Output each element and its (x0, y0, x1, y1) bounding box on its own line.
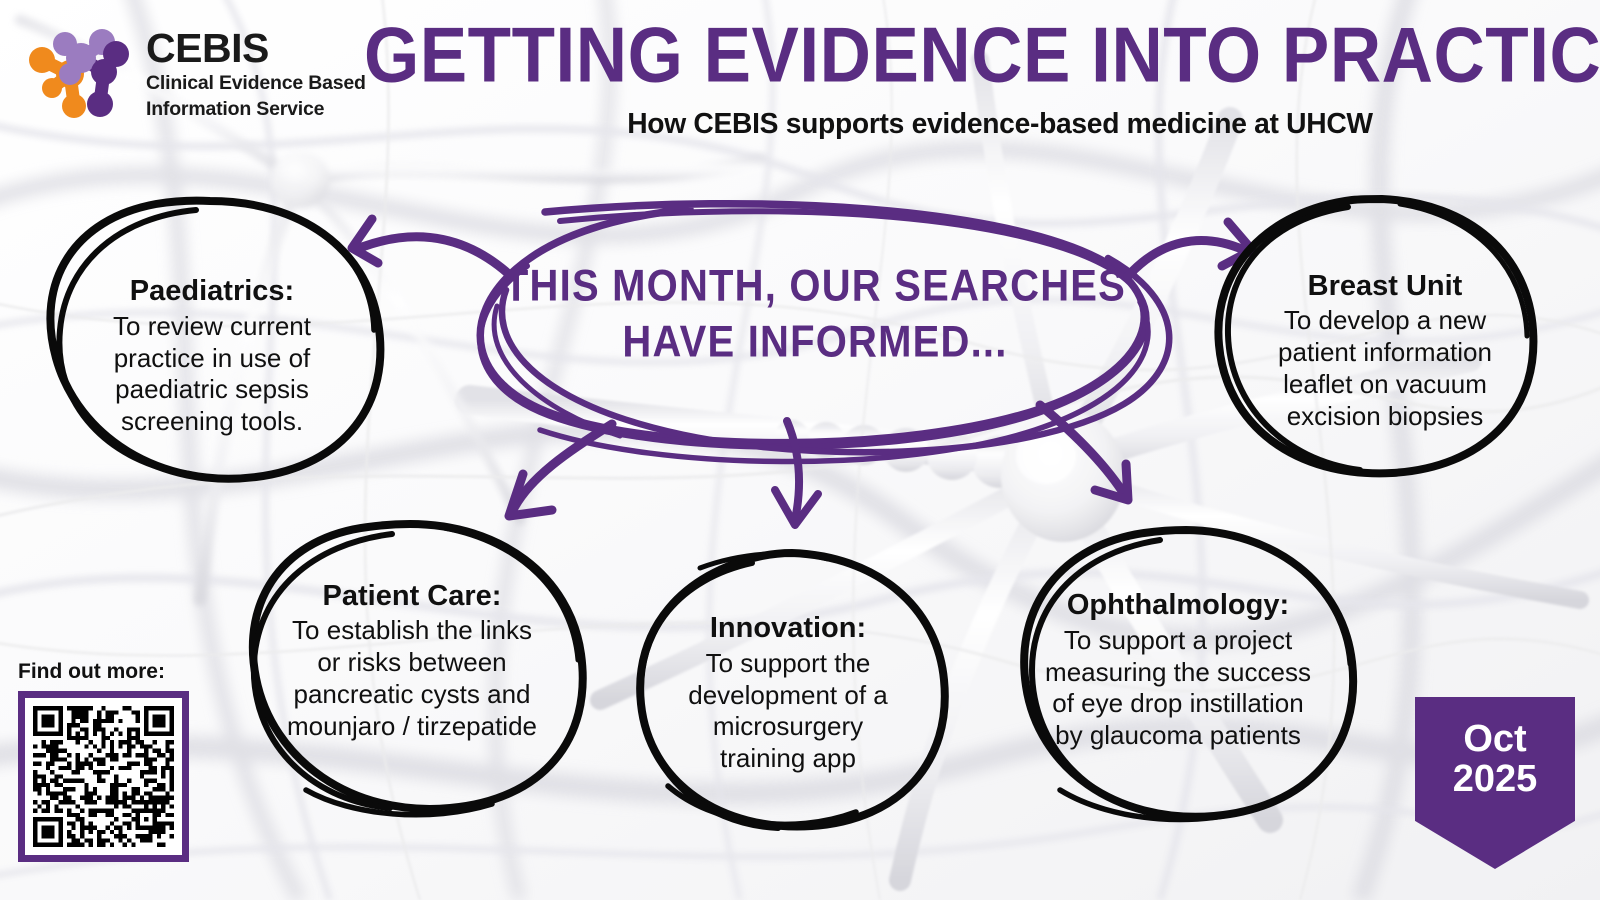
bubble-title: Breast Unit (1307, 269, 1463, 302)
bubble-ophthalmology: Ophthalmology: To support a project meas… (1028, 570, 1328, 770)
bubble-body-line: To support the (705, 647, 871, 678)
bubble-body-line: To support a project (1063, 624, 1293, 655)
bubble-body-line: To review current (113, 310, 311, 341)
bubble-body-line: or risks between (317, 647, 507, 678)
date-badge-year: 2025 (1452, 758, 1538, 801)
find-out-more-label: Find out more: (18, 660, 165, 683)
cebis-logo: CEBIS Clinical Evidence Based Informatio… (24, 22, 366, 127)
bubble-body-line: pancreatic cysts and (293, 678, 531, 709)
center-headline: THIS MONTH, OUR SEARCHES HAVE INFORMED..… (480, 258, 1150, 371)
bubble-body-line: leaflet on vacuum (1283, 368, 1487, 399)
bubble-body-line: by glaucoma patients (1055, 720, 1301, 751)
date-badge-month: Oct (1463, 718, 1527, 760)
bubble-title: Patient Care: (322, 579, 502, 612)
bubble-body-line: development of a (688, 679, 888, 710)
bubble-title: Innovation: (709, 612, 867, 645)
bubble-title: Paediatrics: (129, 275, 295, 308)
page-subtitle: How CEBIS supports evidence-based medici… (627, 108, 1373, 140)
qr-code-icon[interactable] (18, 691, 189, 862)
logo-name: CEBIS (146, 25, 269, 71)
center-headline-line1: THIS MONTH, OUR SEARCHES (503, 261, 1127, 311)
qr-code-canvas[interactable] (33, 706, 174, 847)
bubble-breast: Breast Unit To develop a new patient inf… (1245, 248, 1525, 453)
find-out-more-block: Find out more: (18, 660, 189, 862)
bubble-body-line: To develop a new (1283, 305, 1487, 336)
molecule-icon (29, 29, 129, 118)
logo-subtitle-line2: Information Service (146, 98, 325, 120)
bubble-body-line: training app (720, 743, 856, 774)
bubble-body-line: measuring the success (1045, 656, 1311, 687)
bubble-body-line: screening tools. (120, 406, 304, 437)
center-headline-line2: HAVE INFORMED... (622, 317, 1008, 368)
bubble-body-line: To establish the links (292, 615, 532, 646)
bubble-patient-care: Patient Care: To establish the links or … (262, 558, 562, 763)
bubble-body-line: mounjaro / tirzepatide (286, 710, 538, 741)
bubble-body-line: excision biopsies (1286, 400, 1484, 431)
bubble-body-line: of eye drop instillation (1052, 688, 1304, 719)
bubble-title: Ophthalmology: (1066, 589, 1290, 622)
bubble-paediatrics: Paediatrics: To review current practice … (62, 256, 362, 456)
bubble-innovation: Innovation: To support the development o… (663, 598, 913, 788)
logo-subtitle-line1: Clinical Evidence Based (146, 72, 366, 94)
bubble-body-line: practice in use of (113, 342, 311, 373)
bubble-body-line: paediatric sepsis (115, 374, 309, 405)
bubble-body-line: microsurgery (712, 711, 864, 742)
header: GETTING EVIDENCE INTO PRACTICE How CEBIS… (364, 16, 1600, 141)
page-title: GETTING EVIDENCE INTO PRACTICE (364, 11, 1600, 100)
bubble-body-line: patient information (1278, 337, 1492, 368)
